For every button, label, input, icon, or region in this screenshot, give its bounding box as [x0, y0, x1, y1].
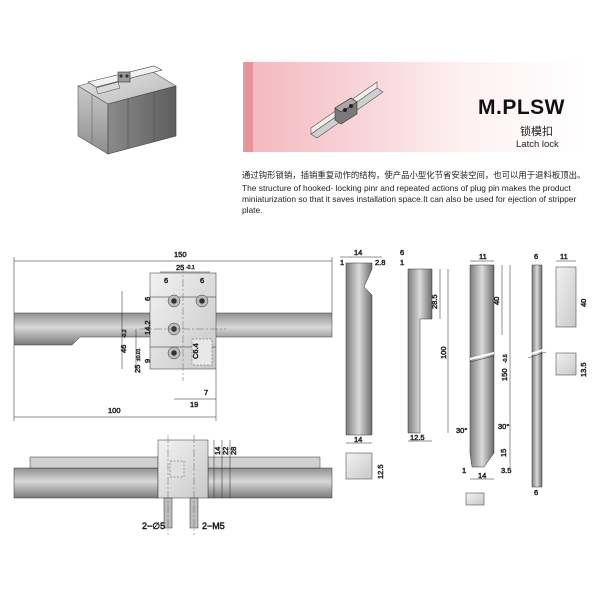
dim-25b: 25 [133, 365, 142, 373]
dim-width-25-tol: -0.1 [186, 265, 195, 271]
dim-overall-length: 150 [174, 250, 187, 259]
dim-s3-150: 150 [500, 368, 509, 381]
dim-7: 7 [204, 388, 208, 397]
product-name-en: Latch lock [516, 139, 559, 150]
dim-s1-12-5: 12.5 [376, 464, 385, 479]
technical-drawing: C6.4 150 25 -0.1 6 6 46 -0.2 25 ±0.01 6 … [13, 248, 588, 535]
dim-s4-6b: 6 [534, 488, 538, 497]
dim-s3-14: 14 [478, 471, 486, 480]
dim-width-25: 25 [176, 263, 184, 272]
dim-ref-label: C6.4 [191, 343, 200, 359]
dim-s5-40: 40 [579, 299, 588, 307]
dim-9: 9 [143, 359, 152, 363]
dim-6-top-b: 6 [200, 276, 204, 285]
description-en: The structure of hooked- locking pinr an… [242, 183, 577, 215]
dim-19: 19 [190, 400, 198, 409]
dim-s2-6: 6 [400, 248, 404, 257]
dim-46-tol: -0.2 [122, 329, 128, 338]
dim-s4-6: 6 [534, 252, 538, 261]
description-cn: 通过钩形锁销，插销重复动作的结构，使产品小型化节省安装空间，也可以用于退料板顶出… [242, 170, 586, 180]
dim-14-2: 14.2 [143, 320, 152, 335]
dim-s3-30b: 30° [498, 422, 509, 431]
dim-s1-1: 1 [340, 258, 344, 267]
dim-s1-14: 14 [354, 248, 362, 257]
product-isometric-illustration [77, 65, 177, 155]
dim-s1-2-8: 2.8 [375, 258, 385, 267]
dim-s2-100: 100 [439, 346, 448, 359]
dim-25b-tol: ±0.01 [136, 348, 142, 361]
dim-6-left: 6 [143, 297, 152, 301]
dim-s3-15: 15 [499, 449, 508, 457]
dim-s3-40: 40 [492, 297, 501, 305]
dim-s3-11: 11 [479, 252, 487, 261]
dim-s1-14b: 14 [354, 435, 362, 444]
product-name-cn: 锁模扣 [520, 126, 553, 138]
dim-s2-1: 1 [400, 258, 404, 267]
header-band [243, 62, 588, 152]
dim-s5-13-5: 13.5 [579, 362, 588, 377]
dim-h28: 28 [229, 447, 238, 455]
dim-thread: 2−M5 [202, 521, 225, 531]
product-code: M.PLSW [478, 96, 565, 119]
dim-bore: 2−∅5 [142, 521, 165, 531]
latch-lock-3d-illustration [310, 81, 384, 139]
dim-s2-12-5: 12.5 [410, 433, 425, 442]
dim-100: 100 [108, 406, 121, 415]
dim-s3-150-tol: -0.5 [503, 354, 509, 363]
dim-6-top: 6 [164, 276, 168, 285]
header-accent-stripe [245, 62, 253, 152]
dim-s3-1: 1 [462, 466, 466, 475]
dim-s2-28-5: 28.5 [430, 294, 439, 309]
dim-h14: 14 [213, 447, 222, 455]
dim-s3-30a: 30° [456, 426, 467, 435]
dim-h22: 22 [221, 447, 230, 455]
dim-s3-3-5: 3.5 [501, 466, 511, 475]
dim-s5-11: 11 [560, 252, 568, 261]
dim-46: 46 [119, 345, 128, 353]
